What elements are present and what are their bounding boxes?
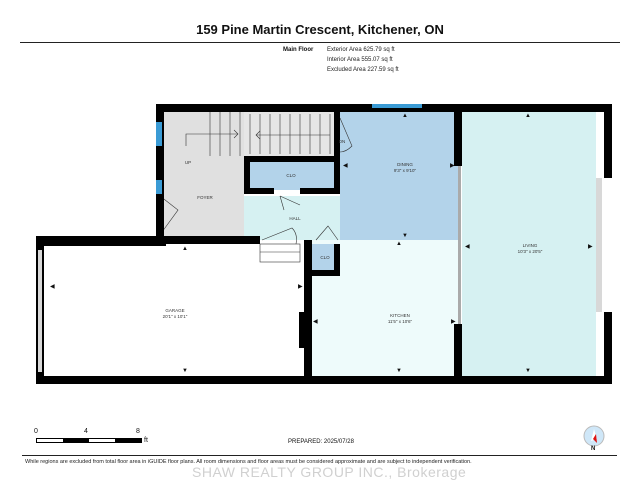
window <box>156 122 162 146</box>
scale-bar-graphic <box>36 438 142 443</box>
window <box>372 104 422 108</box>
wall <box>244 188 274 194</box>
footer-divider <box>22 455 617 456</box>
scale-tick: 0 <box>34 428 38 435</box>
excluded-area: Excluded Area 227.59 sq ft <box>327 67 399 73</box>
disclaimer-text: While regions are excluded from total fl… <box>25 459 472 465</box>
wall <box>36 376 612 384</box>
dimension-arrow-icon: ▲ <box>525 113 531 119</box>
dining-name: DINING <box>397 162 413 167</box>
dimension-arrow-icon: ▲ <box>396 241 402 247</box>
wall <box>244 156 340 162</box>
wall <box>604 104 612 178</box>
room-closet-2 <box>312 244 338 270</box>
dining-label: DINING 9'3" x 9'10" <box>380 162 430 174</box>
wall <box>334 110 340 192</box>
living-label: LIVING 10'3" x 20'5" <box>505 243 555 255</box>
living-dims: 10'3" x 20'5" <box>517 249 543 254</box>
dimension-arrow-icon: ▼ <box>402 233 408 239</box>
dimension-arrow-icon: ▶ <box>298 284 303 290</box>
dimension-arrow-icon: ◀ <box>313 319 318 325</box>
window <box>38 250 42 372</box>
dining-dims: 9'3" x 9'10" <box>393 168 417 173</box>
dimension-arrow-icon: ◀ <box>50 284 55 290</box>
wall <box>604 312 612 384</box>
garage-name: GARAGE <box>165 308 185 313</box>
wall <box>454 104 462 166</box>
floor-label: Main Floor <box>283 47 314 53</box>
dimension-arrow-icon: ▶ <box>588 244 593 250</box>
wall <box>334 244 340 274</box>
kitchen-name: KITCHEN <box>390 313 410 318</box>
dn-label: DN <box>338 139 346 144</box>
window <box>596 178 602 312</box>
wall <box>244 156 250 192</box>
garage-dims: 20'1" x 10'1" <box>162 314 188 319</box>
kitchen-label: KITCHEN 11'5" x 10'6" <box>375 313 425 325</box>
wall <box>156 104 612 112</box>
opening <box>458 166 461 324</box>
wall <box>454 324 462 384</box>
dimension-arrow-icon: ▲ <box>402 113 408 119</box>
room-foyer <box>164 112 244 240</box>
exterior-area: Exterior Area 625.79 sq ft <box>327 47 395 53</box>
scale-unit: ft <box>144 437 148 444</box>
compass-icon: N <box>582 425 606 460</box>
closet-label: CLO <box>320 255 330 260</box>
up-label: UP <box>184 160 192 165</box>
plan-title: 159 Pine Martin Crescent, Kitchener, ON <box>196 22 444 37</box>
closet-label: CLO <box>286 173 296 178</box>
room-garage <box>44 246 306 376</box>
wall <box>300 188 340 194</box>
dimension-arrow-icon: ▶ <box>450 163 455 169</box>
scale-tick: 4 <box>84 428 88 435</box>
title-divider <box>20 42 620 43</box>
interior-area: Interior Area 555.07 sq ft <box>327 57 393 63</box>
wall <box>304 270 340 276</box>
hall-label: HALL <box>289 216 301 221</box>
foyer-label: FOYER <box>197 195 213 200</box>
dimension-arrow-icon: ▼ <box>525 368 531 374</box>
dimension-arrow-icon: ◀ <box>465 244 470 250</box>
wall <box>299 312 305 348</box>
dimension-arrow-icon: ▲ <box>182 246 188 252</box>
room-closet-1 <box>248 160 334 190</box>
room-living <box>462 112 596 376</box>
kitchen-dims: 11'5" x 10'6" <box>387 319 413 324</box>
compass-north-label: N <box>591 446 596 452</box>
garage-label: GARAGE 20'1" x 10'1" <box>150 308 200 320</box>
wall <box>304 240 312 384</box>
wall <box>156 104 164 240</box>
scale-tick: 8 <box>136 428 140 435</box>
dimension-arrow-icon: ▶ <box>451 319 456 325</box>
living-name: LIVING <box>522 243 538 248</box>
dimension-arrow-icon: ▼ <box>182 368 188 374</box>
wall <box>36 236 166 246</box>
room-dining <box>340 112 458 240</box>
prepared-date: PREPARED: 2025/07/28 <box>288 439 354 445</box>
window <box>156 180 162 194</box>
dimension-arrow-icon: ▼ <box>396 368 402 374</box>
wall <box>160 236 260 244</box>
brokerage-watermark: SHAW REALTY GROUP INC., Brokerage <box>192 464 467 480</box>
dimension-arrow-icon: ◀ <box>343 163 348 169</box>
